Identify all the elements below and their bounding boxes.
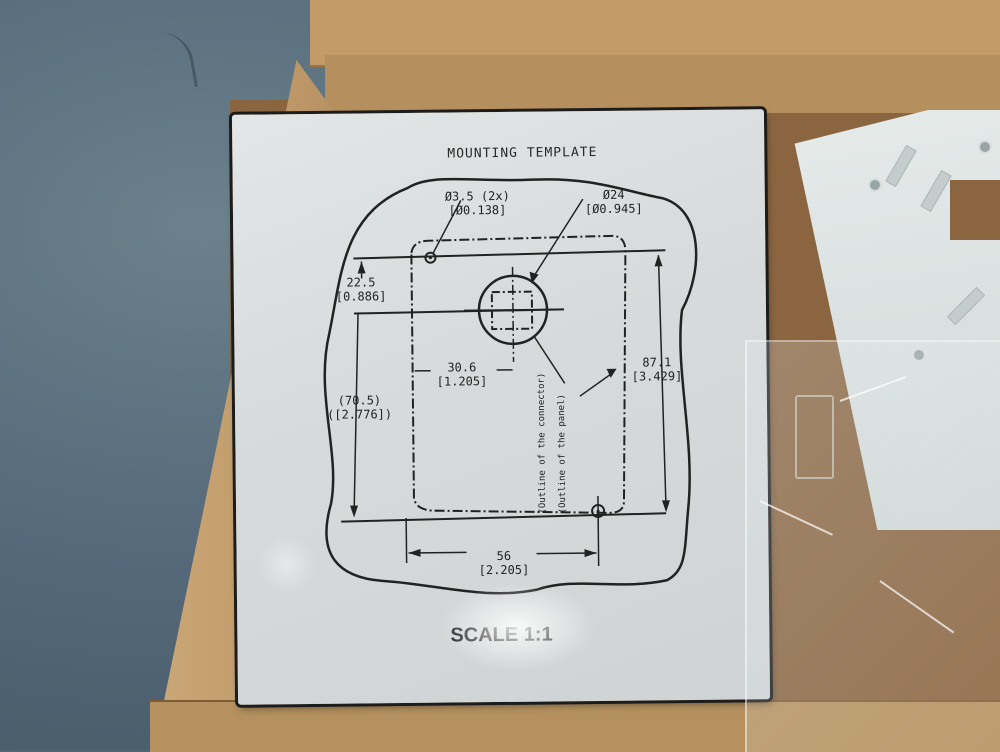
panel-outline-label: (Outline of the panel) [557,394,568,513]
dim-inch: [2.205] [479,563,530,578]
dim-inch: [3.429] [632,369,683,384]
dim-mm: (70.5) [327,393,392,408]
scale-label: SCALE 1:1 [450,623,552,647]
dim-inch: [1.205] [437,374,488,389]
dim-inch: ([2.776]) [327,407,392,422]
clear-plastic-bag [745,340,1000,752]
dim-mm: 22.5 [336,275,387,290]
box-top-wall [325,55,1000,113]
screw-boss [978,140,992,154]
dim-mm: Ø24 [585,188,643,203]
small-hole-dimension: Ø3.5 (2x) [Ø0.138] [445,189,510,218]
connector-hole-dimension: Ø24 [Ø0.945] [585,188,643,217]
dim-inch: [Ø0.138] [445,203,510,218]
dim-mm: 30.6 [437,360,488,375]
top-offset-dimension: 22.5 [0.886] [336,275,387,304]
dim-mm: 56 [478,549,529,564]
left-height-dimension: (70.5) ([2.776]) [327,393,392,422]
mounting-template-sheet: MOUNTING TEMPLATE [232,109,770,705]
connector-x-dimension: 30.6 [1.205] [437,360,488,389]
plastic-clip [795,395,834,479]
dim-mm: 87.1 [631,355,682,370]
dim-inch: [Ø0.945] [585,202,643,217]
part-cutout [950,180,1000,240]
bottom-width-dimension: 56 [2.205] [478,549,529,578]
right-height-dimension: 87.1 [3.429] [631,355,682,384]
dim-inch: [0.886] [336,289,387,304]
dim-mm: Ø3.5 (2x) [445,189,510,204]
screw-boss [868,178,882,192]
connector-outline-label: (Outline of the connector) [537,373,548,514]
